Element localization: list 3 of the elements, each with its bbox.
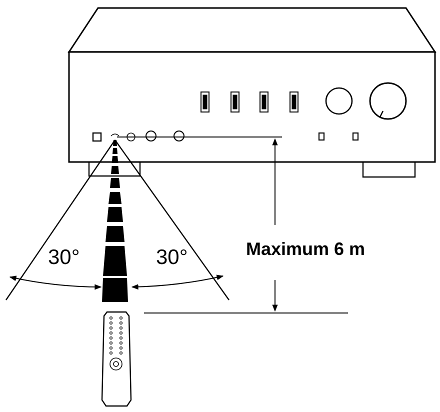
angle-label: 30°: [156, 247, 188, 268]
distance-label: Maximum 6 m: [246, 240, 366, 258]
angle-label: 30°: [48, 247, 80, 268]
